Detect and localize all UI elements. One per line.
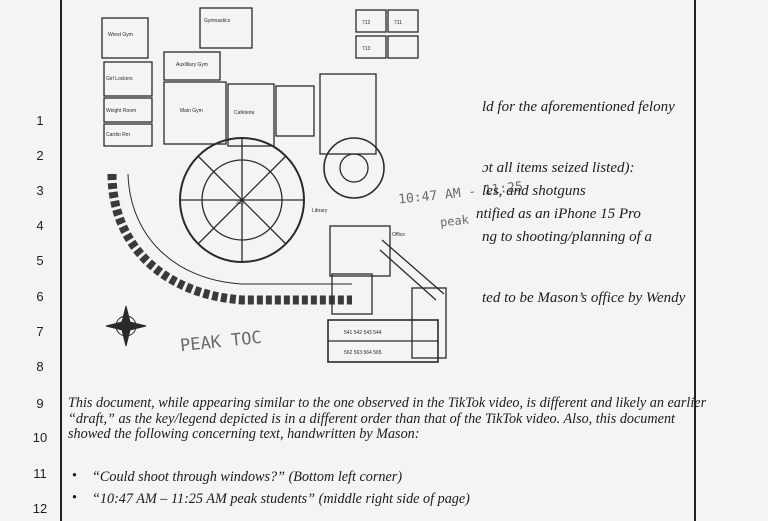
bullet-text-2: “10:47 AM – 11:25 AM peak students” (mid… — [92, 491, 470, 507]
svg-text:Girl Lockers: Girl Lockers — [106, 76, 133, 82]
line-number: 5 — [36, 253, 44, 268]
svg-text:Gymnastics: Gymnastics — [204, 18, 231, 24]
line-number: 7 — [36, 324, 44, 339]
line-number: 11 — [33, 466, 47, 481]
line-number: 4 — [36, 218, 44, 233]
svg-text:711: 711 — [394, 20, 402, 26]
text-line-4a: ntified as an iPhone 15 Pro — [476, 206, 641, 222]
svg-text:541 542 543 544: 541 542 543 544 — [344, 330, 382, 336]
bullet-text-1: “Could shoot through windows?” (Bottom l… — [92, 469, 403, 485]
line-number: 2 — [36, 148, 44, 163]
text-line-6: ted to be Mason’s office by Wendy — [482, 290, 686, 306]
text-line-2: ɔt all items seized listed): — [482, 160, 635, 176]
line-number: 6 — [36, 289, 44, 304]
svg-text:Auxilliary Gym: Auxilliary Gym — [176, 62, 208, 68]
line-number: 12 — [32, 501, 48, 516]
text-line-3: les, and shotguns — [482, 183, 586, 199]
svg-text:712: 712 — [362, 20, 371, 26]
handwritten-note-peak: peak — [439, 212, 470, 230]
svg-text:713: 713 — [362, 46, 371, 52]
line-number: 10 — [32, 430, 48, 445]
bullet-item-1: • “Could shoot through windows?” (Bottom… — [72, 468, 403, 486]
svg-text:Weight Room: Weight Room — [106, 108, 136, 114]
line-number: 3 — [36, 183, 44, 198]
bullet-item-2: • “10:47 AM – 11:25 AM peak students” (m… — [72, 490, 470, 508]
bullet-dot-icon: • — [72, 468, 77, 484]
svg-text:Cafeteria: Cafeteria — [234, 110, 255, 116]
line-number: 8 — [36, 359, 44, 374]
right-margin-rule — [694, 0, 696, 521]
body-paragraph: This document, while appearing similar t… — [68, 395, 707, 442]
text-line-4b: ng to shooting/planning of a — [482, 229, 653, 245]
line-number: 9 — [36, 396, 44, 411]
svg-text:Main Gym: Main Gym — [180, 108, 203, 114]
svg-text:Cardio Rm: Cardio Rm — [106, 132, 130, 138]
left-margin-rule — [60, 0, 62, 521]
svg-text:Office: Office — [392, 232, 405, 238]
text-line-1: ld for the aforementioned felony — [482, 99, 675, 115]
svg-text:Library: Library — [312, 208, 328, 214]
bullet-dot-icon: • — [72, 490, 77, 506]
svg-text:562 563 564 565: 562 563 564 565 — [344, 350, 382, 356]
svg-text:Wrest Gym: Wrest Gym — [108, 32, 133, 38]
line-number: 1 — [36, 113, 44, 128]
school-floor-plan-image: Wrest Gym Gymnastics Auxilliary Gym Main… — [101, 7, 447, 363]
svg-text:310: 310 — [236, 200, 245, 206]
